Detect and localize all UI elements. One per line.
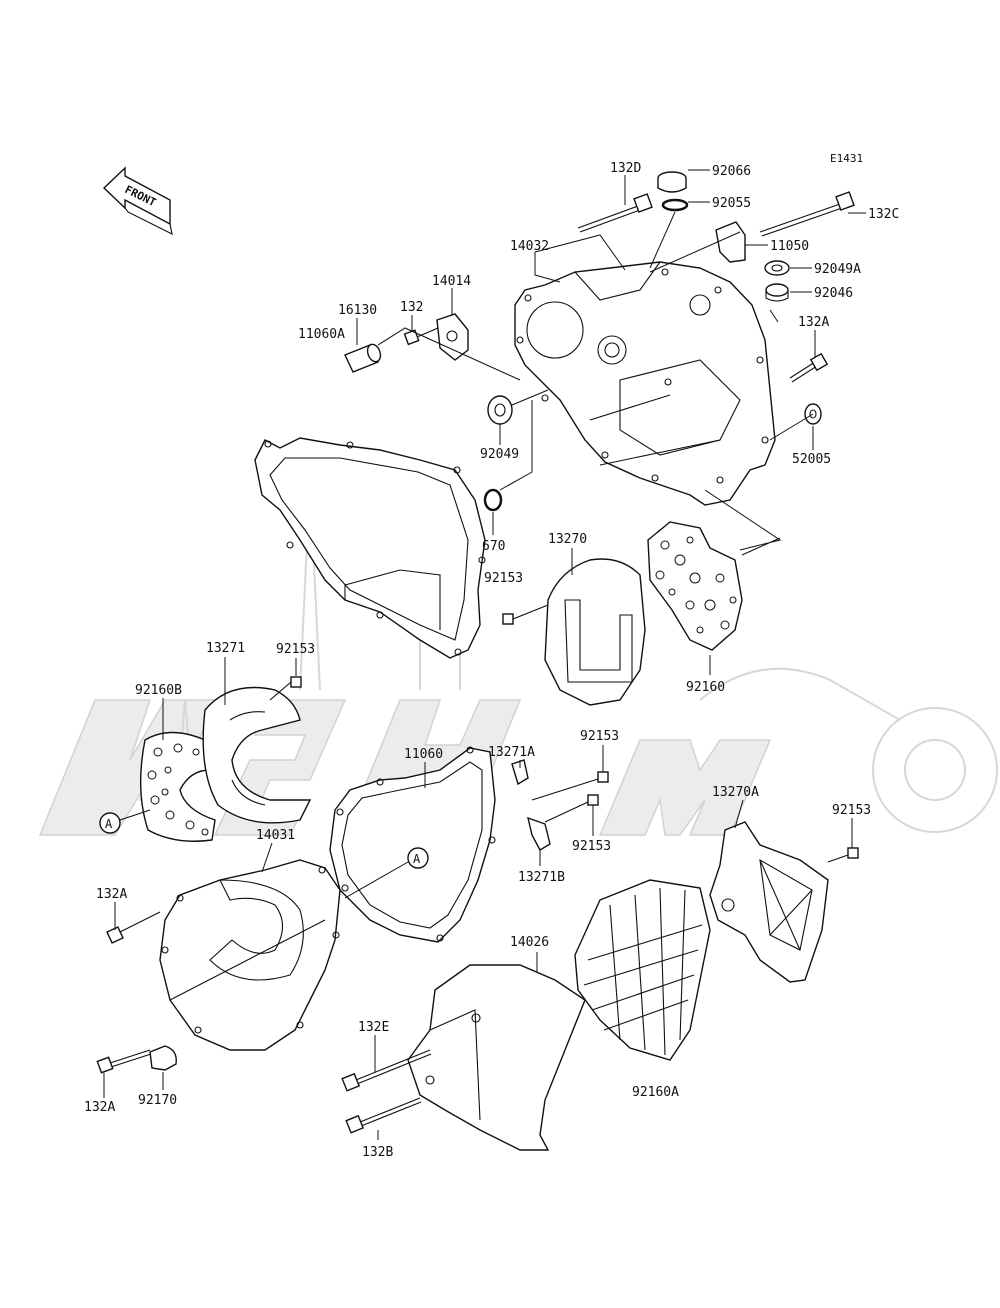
- label-670: 670: [482, 539, 505, 554]
- crankcase-cover-right-14032: [514, 261, 776, 506]
- bolt-92153-c2-icon: [544, 794, 599, 823]
- bolt-132a-left-icon: [106, 911, 161, 944]
- bolt-132d-icon: [577, 193, 653, 233]
- insulator-92160b-icon: [139, 731, 216, 842]
- label-14014: 14014: [432, 274, 471, 289]
- label-11050: 11050: [770, 239, 809, 254]
- plate-13270a-icon: [709, 821, 829, 983]
- label-92153-left: 92153: [276, 642, 315, 657]
- clamp-92170-icon: [149, 1045, 177, 1071]
- callout-marker-a-mid-text: A: [413, 852, 421, 866]
- label-92055: 92055: [712, 196, 751, 211]
- label-132a-bottom: 132A: [84, 1100, 115, 1115]
- label-13270a: 13270A: [712, 785, 759, 800]
- plate-13270-icon: [544, 558, 646, 706]
- label-92160: 92160: [686, 680, 725, 695]
- label-14026: 14026: [510, 935, 549, 950]
- label-16130: 16130: [338, 303, 377, 318]
- label-92170: 92170: [138, 1093, 177, 1108]
- label-13270: 13270: [548, 532, 587, 547]
- insulator-92160a-icon: [574, 879, 711, 1061]
- bolt-132e-icon: [341, 1049, 432, 1092]
- label-14031: 14031: [256, 828, 295, 843]
- leader-lines: [103, 169, 866, 1140]
- insulator-92160-icon: [647, 521, 743, 651]
- label-132: 132: [400, 300, 423, 315]
- label-132b: 132B: [362, 1145, 393, 1160]
- bolt-92153-left-icon: [269, 676, 302, 701]
- label-13271b: 13271B: [518, 870, 565, 885]
- label-132a-left: 132A: [96, 887, 127, 902]
- front-arrow-icon: FRONT: [102, 166, 173, 235]
- label-13271: 13271: [206, 641, 245, 656]
- label-92066: 92066: [712, 164, 751, 179]
- o-ring-92055-icon: [661, 198, 689, 212]
- cover-plate-14014-icon: [436, 313, 469, 361]
- bolt-132-icon: [403, 327, 439, 346]
- label-92160a: 92160A: [632, 1085, 679, 1100]
- label-132d: 132D: [610, 161, 641, 176]
- engine-cover-left-14031-icon: [159, 859, 341, 1051]
- bracket-11050-icon: [715, 221, 746, 263]
- label-92046: 92046: [814, 286, 853, 301]
- label-132a-top: 132A: [798, 315, 829, 330]
- label-92153-c2: 92153: [572, 839, 611, 854]
- label-92049a: 92049A: [814, 262, 861, 277]
- label-92153-right: 92153: [832, 803, 871, 818]
- cover-plate-hole: [446, 330, 458, 342]
- callout-marker-a-left-text: A: [105, 817, 113, 831]
- oil-seal-92049-icon: [487, 395, 513, 425]
- label-92153-c1: 92153: [580, 729, 619, 744]
- leader-a-left: [119, 809, 151, 821]
- label-92153-mid: 92153: [484, 571, 523, 586]
- oil-seal-92049a-icon: [764, 260, 790, 276]
- cover-14026-icon: [407, 964, 586, 1151]
- needle-bearing-92046-icon: [765, 283, 789, 302]
- gasket-11060a-icon: [254, 437, 486, 659]
- label-14032: 14032: [510, 239, 549, 254]
- label-92049: 92049: [480, 447, 519, 462]
- leader-a-mid: [344, 861, 409, 899]
- callout-marker-a-left: A: [99, 812, 121, 834]
- bolt-92153-mid-icon: [502, 604, 549, 625]
- label-11060a: 11060A: [298, 327, 345, 342]
- part-labels: 132D 92066 92055 132C 11050 92049A 92046…: [84, 161, 899, 1160]
- bolt-132b-icon: [345, 1097, 422, 1134]
- label-11060: 11060: [404, 747, 443, 762]
- callout-marker-a-mid: A: [407, 847, 429, 869]
- oil-filler-cap-92066-icon: [657, 171, 687, 193]
- bolt-132c-icon: [759, 191, 855, 237]
- diagram-code: E1431: [830, 152, 863, 165]
- label-132e: 132E: [358, 1020, 389, 1035]
- pin-16130-icon: [344, 343, 382, 373]
- o-ring-670-icon: [483, 488, 503, 512]
- label-132c: 132C: [868, 207, 899, 222]
- label-52005: 52005: [792, 452, 831, 467]
- bolt-132a-top-icon: [789, 352, 829, 383]
- gasket-11060-icon: [329, 746, 496, 943]
- bolt-132a-bottom-icon: [96, 1049, 152, 1074]
- label-92160b: 92160B: [135, 683, 182, 698]
- plate-13271-icon: [202, 686, 312, 824]
- label-13271a: 13271A: [488, 745, 535, 760]
- clip-13271b-icon: [527, 816, 551, 851]
- bolt-92153-right-icon: [827, 847, 859, 863]
